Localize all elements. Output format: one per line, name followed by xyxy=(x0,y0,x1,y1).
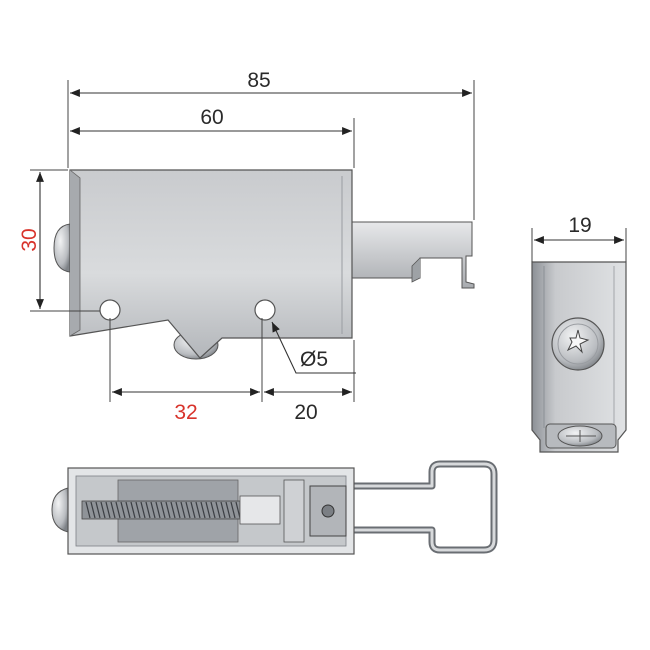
thread-mark xyxy=(115,501,121,519)
thread-mark xyxy=(215,501,221,519)
thread-mark xyxy=(235,501,241,519)
side-view xyxy=(53,169,475,360)
dimension-height: 30 xyxy=(18,169,100,312)
thread-mark xyxy=(145,501,151,519)
thread-mark xyxy=(130,501,136,519)
dimension-overall-length: 85 xyxy=(67,69,475,220)
thread-mark xyxy=(95,501,101,519)
thread-mark xyxy=(135,501,141,519)
thread-mark xyxy=(85,501,91,519)
label-85: 85 xyxy=(247,69,270,92)
thread-mark xyxy=(125,501,131,519)
label-19: 19 xyxy=(568,214,591,237)
thread-mark xyxy=(140,501,146,519)
thread-mark xyxy=(200,501,206,519)
mount-hole-left xyxy=(99,299,121,321)
dimension-body-length: 60 xyxy=(70,106,355,168)
thread-mark xyxy=(195,501,201,519)
thread-mark xyxy=(100,501,106,519)
thread-mark xyxy=(180,501,186,519)
thread-mark xyxy=(105,501,111,519)
dimension-hole-spacing: 32 xyxy=(109,318,263,424)
thread-mark xyxy=(205,501,211,519)
thread-mark xyxy=(190,501,196,519)
thread-mark xyxy=(210,501,216,519)
thread-mark xyxy=(110,501,116,519)
dimension-width: 19 xyxy=(531,214,627,262)
thread-mark xyxy=(120,501,126,519)
pull-loop xyxy=(352,460,498,554)
label-diameter-5: Ø5 xyxy=(300,348,328,371)
thread-mark xyxy=(155,501,161,519)
end-view xyxy=(531,261,627,453)
thread-mark xyxy=(150,501,156,519)
dimension-hole-diameter: Ø5 xyxy=(271,321,356,374)
top-view xyxy=(51,460,498,555)
label-60: 60 xyxy=(200,106,223,129)
thread-mark xyxy=(225,501,231,519)
thread-mark xyxy=(170,501,176,519)
label-20: 20 xyxy=(294,401,317,424)
dimension-hole-to-edge: 20 xyxy=(264,340,355,424)
mount-hole-right xyxy=(254,299,276,321)
thread-mark xyxy=(220,501,226,519)
label-32: 32 xyxy=(174,401,197,424)
thread-mark xyxy=(90,501,96,519)
thread-mark xyxy=(160,501,166,519)
thread-mark xyxy=(230,501,236,519)
label-30: 30 xyxy=(18,228,41,251)
thread-mark xyxy=(185,501,191,519)
adjust-screw-head xyxy=(53,223,71,273)
phillips-cross-icon xyxy=(566,329,590,354)
thread-mark xyxy=(165,501,171,519)
housing-body xyxy=(69,169,353,359)
thread-mark xyxy=(175,501,181,519)
